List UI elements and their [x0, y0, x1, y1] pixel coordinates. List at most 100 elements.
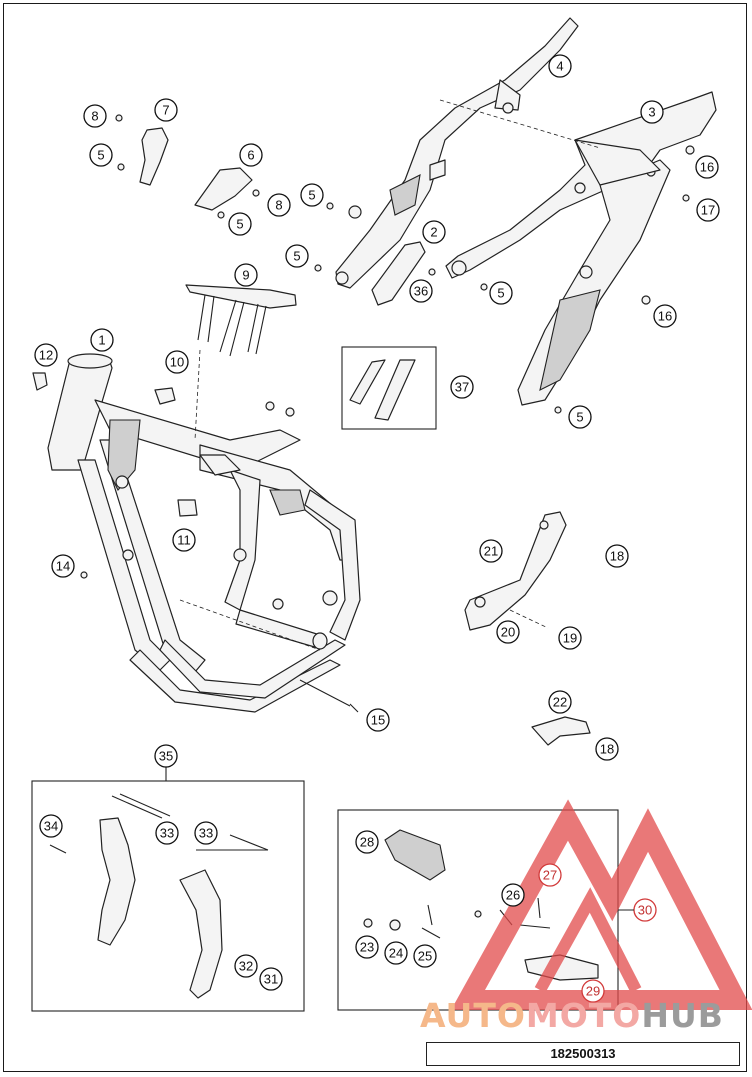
svg-text:5: 5 [576, 410, 583, 425]
strap-holder-9 [185, 284, 297, 357]
callout-6: 6 [239, 143, 263, 167]
watermark-part2: MOTO [525, 996, 642, 1035]
bracket-7 [139, 127, 169, 186]
svg-text:11: 11 [177, 533, 191, 548]
svg-text:20: 20 [501, 625, 515, 640]
bolt-15 [299, 679, 359, 713]
kit-box-37 [341, 346, 437, 430]
svg-text:36: 36 [414, 284, 428, 299]
svg-text:3: 3 [648, 105, 655, 120]
callout-27: 27 [538, 863, 562, 887]
callout-29: 29 [581, 979, 605, 1003]
svg-text:25: 25 [418, 949, 432, 964]
callout-33: 33 [155, 821, 179, 845]
callout-5: 5 [489, 281, 513, 305]
callout-16: 16 [695, 155, 719, 179]
callout-32: 32 [234, 954, 258, 978]
callout-14: 14 [51, 554, 75, 578]
callout-23: 23 [355, 935, 379, 959]
callout-18: 18 [595, 737, 619, 761]
svg-text:21: 21 [484, 544, 498, 559]
svg-text:17: 17 [701, 203, 715, 218]
svg-text:15: 15 [371, 713, 385, 728]
kit-box-35 [31, 780, 305, 1012]
callout-5: 5 [568, 405, 592, 429]
svg-text:5: 5 [293, 249, 300, 264]
svg-text:5: 5 [308, 188, 315, 203]
callout-19: 19 [558, 626, 582, 650]
svg-text:18: 18 [600, 742, 614, 757]
svg-text:16: 16 [700, 160, 714, 175]
clamp-10 [154, 387, 176, 405]
svg-text:33: 33 [199, 826, 213, 841]
callout-26: 26 [501, 883, 525, 907]
svg-text:2: 2 [430, 225, 437, 240]
callout-37: 37 [450, 375, 474, 399]
svg-text:8: 8 [275, 198, 282, 213]
svg-text:10: 10 [170, 355, 184, 370]
callout-21: 21 [479, 539, 503, 563]
callout-20: 20 [496, 620, 520, 644]
callout-9: 9 [234, 263, 258, 287]
svg-text:5: 5 [236, 217, 243, 232]
callout-2: 2 [422, 220, 446, 244]
callout-5: 5 [228, 212, 252, 236]
part-12 [32, 372, 48, 391]
svg-text:19: 19 [563, 631, 577, 646]
svg-text:8: 8 [91, 109, 98, 124]
callout-4: 4 [548, 54, 572, 78]
callout-11: 11 [172, 528, 196, 552]
svg-text:30: 30 [638, 903, 652, 918]
subframe-rail-illustration [335, 17, 579, 289]
svg-text:37: 37 [455, 380, 469, 395]
callout-36: 36 [409, 279, 433, 303]
callout-22: 22 [548, 690, 572, 714]
svg-text:5: 5 [97, 148, 104, 163]
callout-18: 18 [605, 544, 629, 568]
svg-text:14: 14 [56, 559, 70, 574]
main-frame-illustration [47, 353, 361, 713]
svg-text:6: 6 [247, 148, 254, 163]
svg-text:24: 24 [389, 946, 403, 961]
callout-31: 31 [259, 967, 283, 991]
svg-text:12: 12 [39, 348, 53, 363]
watermark-text: AUTOMOTOHUB [420, 996, 750, 1036]
callout-5: 5 [285, 244, 309, 268]
side-cover-part [371, 241, 426, 306]
diagram-frame [3, 3, 747, 1072]
svg-text:35: 35 [159, 749, 173, 764]
svg-text:34: 34 [44, 819, 58, 834]
callout-3: 3 [640, 100, 664, 124]
callout-15: 15 [366, 708, 390, 732]
svg-text:33: 33 [160, 826, 174, 841]
callout-10: 10 [165, 350, 189, 374]
callout-8: 8 [83, 104, 107, 128]
callout-16: 16 [653, 304, 677, 328]
bracket-6 [194, 167, 253, 211]
callout-7: 7 [154, 98, 178, 122]
callout-35: 35 [154, 744, 178, 768]
fastener-icons [80, 114, 695, 579]
callout-24: 24 [384, 941, 408, 965]
watermark-part1: AUTO [420, 996, 526, 1035]
screw-36 [428, 268, 436, 276]
frame-protectors-illustration [49, 793, 269, 999]
svg-text:23: 23 [360, 940, 374, 955]
protector-part [374, 359, 416, 421]
svg-text:27: 27 [543, 868, 557, 883]
svg-text:29: 29 [586, 984, 600, 999]
svg-text:31: 31 [264, 972, 278, 987]
callout-30: 30 [633, 898, 657, 922]
clamp-11 [177, 499, 198, 517]
svg-text:26: 26 [506, 888, 520, 903]
callout-5: 5 [89, 143, 113, 167]
svg-text:1: 1 [98, 333, 105, 348]
svg-text:18: 18 [610, 549, 624, 564]
callout-33: 33 [194, 821, 218, 845]
svg-text:32: 32 [239, 959, 253, 974]
svg-text:9: 9 [242, 268, 249, 283]
svg-text:28: 28 [360, 835, 374, 850]
svg-text:5: 5 [497, 286, 504, 301]
